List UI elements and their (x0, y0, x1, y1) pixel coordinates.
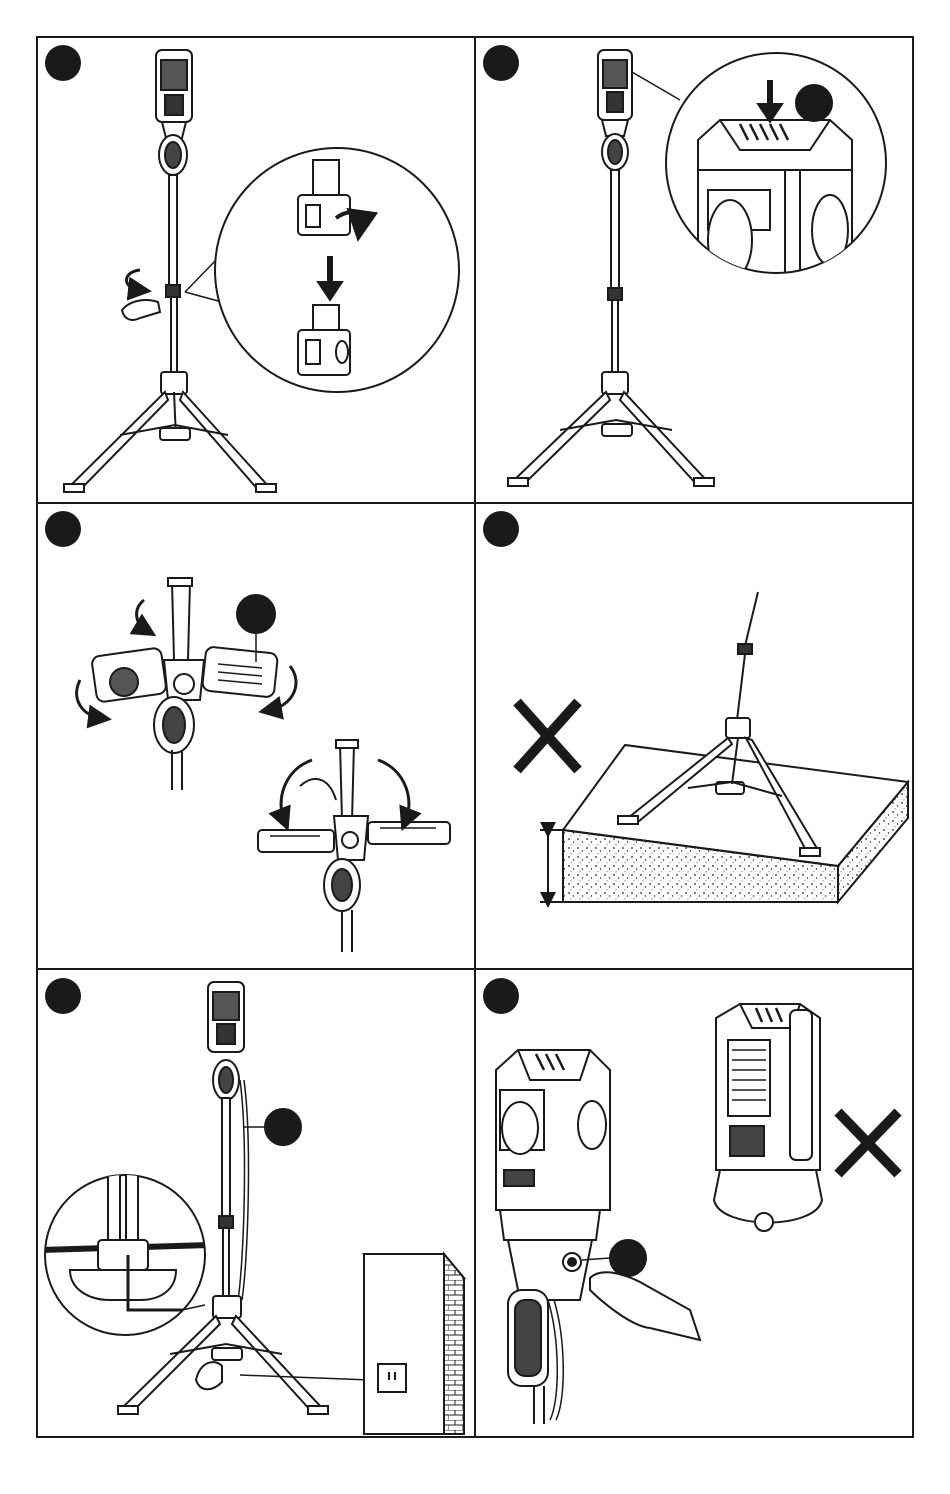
lamp-unit-lower (258, 740, 450, 952)
callout-badge-5 (265, 1109, 301, 1145)
upper-pole (611, 170, 619, 290)
panel-5-illustration (40, 982, 464, 1434)
wall-front (364, 1254, 444, 1434)
callout-badge-2 (796, 85, 832, 121)
rotate-arrow-icon (127, 270, 141, 290)
lower-pole (171, 297, 177, 372)
tripod-foot-center (160, 428, 190, 440)
tripod-leg-left (68, 392, 168, 492)
step-badge-3 (45, 511, 81, 547)
panel-2-illustration (508, 50, 886, 486)
extension-cord (240, 1375, 370, 1380)
pole-clamp (166, 285, 180, 297)
tripod-leg-right (180, 392, 270, 492)
power-cord (238, 1080, 244, 1300)
step-badge-2 (483, 45, 519, 81)
panel-3-illustration (77, 578, 450, 952)
panel-6-illustration (496, 1004, 898, 1424)
panel-4-illustration (517, 592, 908, 902)
lower-pole (612, 300, 618, 372)
prohibited-x-mark (838, 1112, 898, 1174)
callout-badge-6 (610, 1240, 646, 1276)
step-badge-5 (45, 978, 81, 1014)
lamp-closeup (496, 1050, 700, 1424)
panel-1-illustration (64, 50, 459, 492)
step-badge-1 (45, 45, 81, 81)
upper-pole (169, 175, 177, 285)
tripod-foot-right (256, 484, 276, 492)
step-badge-6 (483, 978, 519, 1014)
prohibited-x-mark (517, 702, 578, 770)
callout-badge-3 (237, 595, 275, 633)
tripod-foot-left (64, 484, 84, 492)
lower-pole (223, 1228, 229, 1296)
lamp-head (156, 50, 192, 175)
wall-outlet (378, 1364, 406, 1392)
tripod-hub (213, 1296, 241, 1318)
hand-icon (122, 300, 160, 320)
upper-pole (222, 1098, 230, 1218)
step-badge-4 (483, 511, 519, 547)
wall-side-bricks (444, 1254, 464, 1434)
hand-icon (196, 1362, 222, 1389)
lamp-inverted (714, 1004, 822, 1231)
